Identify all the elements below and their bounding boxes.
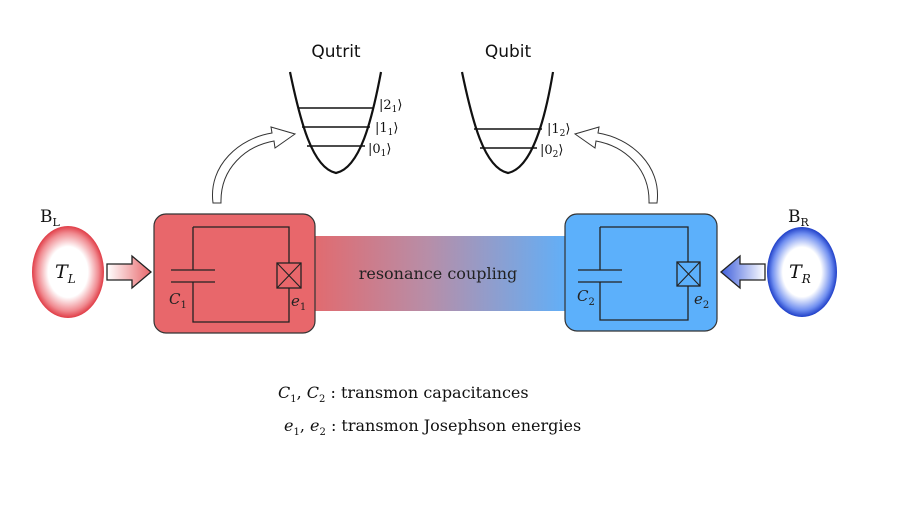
left-bath-label: BL	[40, 207, 61, 229]
left-transmon-circuit: C1 e1	[153, 213, 316, 334]
qutrit-level-0-label: |01⟩	[368, 142, 391, 159]
qutrit-level-1-label: |11⟩	[375, 121, 398, 138]
coupling-label: resonance coupling	[359, 264, 518, 283]
left-capacitor-label: C1	[169, 290, 187, 311]
right-transmon-circuit: C2 e2	[564, 213, 718, 332]
legend: C1, C2 : transmon capacitances e1, e2 : …	[278, 383, 581, 438]
right-junction-label: e2	[694, 290, 709, 311]
right-heat-flow-arrow	[719, 254, 766, 290]
legend-line-josephson: e1, e2 : transmon Josephson energies	[284, 416, 581, 438]
qubit-potential-curve	[460, 71, 555, 175]
left-junction-label: e1	[291, 292, 306, 313]
qubit-title: Qubit	[485, 42, 532, 62]
left-josephson-junction	[276, 262, 302, 289]
qutrit-potential-curve	[288, 71, 383, 175]
coupling-band	[312, 236, 570, 311]
left-bath-ellipse	[32, 226, 104, 318]
left-circuit-box	[153, 213, 316, 334]
legend-line-capacitances: C1, C2 : transmon capacitances	[278, 383, 529, 405]
left-heat-flow-arrow	[106, 254, 153, 290]
qutrit-title: Qutrit	[311, 42, 361, 62]
qutrit-well: Qutrit |21⟩ |11⟩ |01⟩	[288, 42, 402, 175]
left-bath-temperature: TL	[55, 261, 76, 286]
right-josephson-junction	[676, 261, 701, 287]
right-curved-arrow	[573, 126, 658, 204]
qubit-level-0-label: |02⟩	[540, 143, 563, 160]
qubit-level-1-label: |12⟩	[547, 122, 570, 139]
right-bath-temperature: TR	[789, 261, 811, 286]
right-circuit-box	[564, 213, 718, 332]
right-capacitor-label: C2	[577, 287, 595, 308]
left-curved-arrow	[212, 126, 297, 204]
right-circuit-wire	[599, 226, 689, 321]
right-bath-label: BR	[788, 207, 810, 229]
qutrit-level-2-label: |21⟩	[379, 98, 402, 115]
qubit-well: Qubit |12⟩ |02⟩	[460, 42, 570, 175]
right-bath: BR TR	[719, 207, 837, 317]
right-bath-ellipse	[767, 227, 837, 317]
left-circuit-wire	[192, 226, 290, 323]
left-bath: BL TL	[32, 207, 153, 318]
